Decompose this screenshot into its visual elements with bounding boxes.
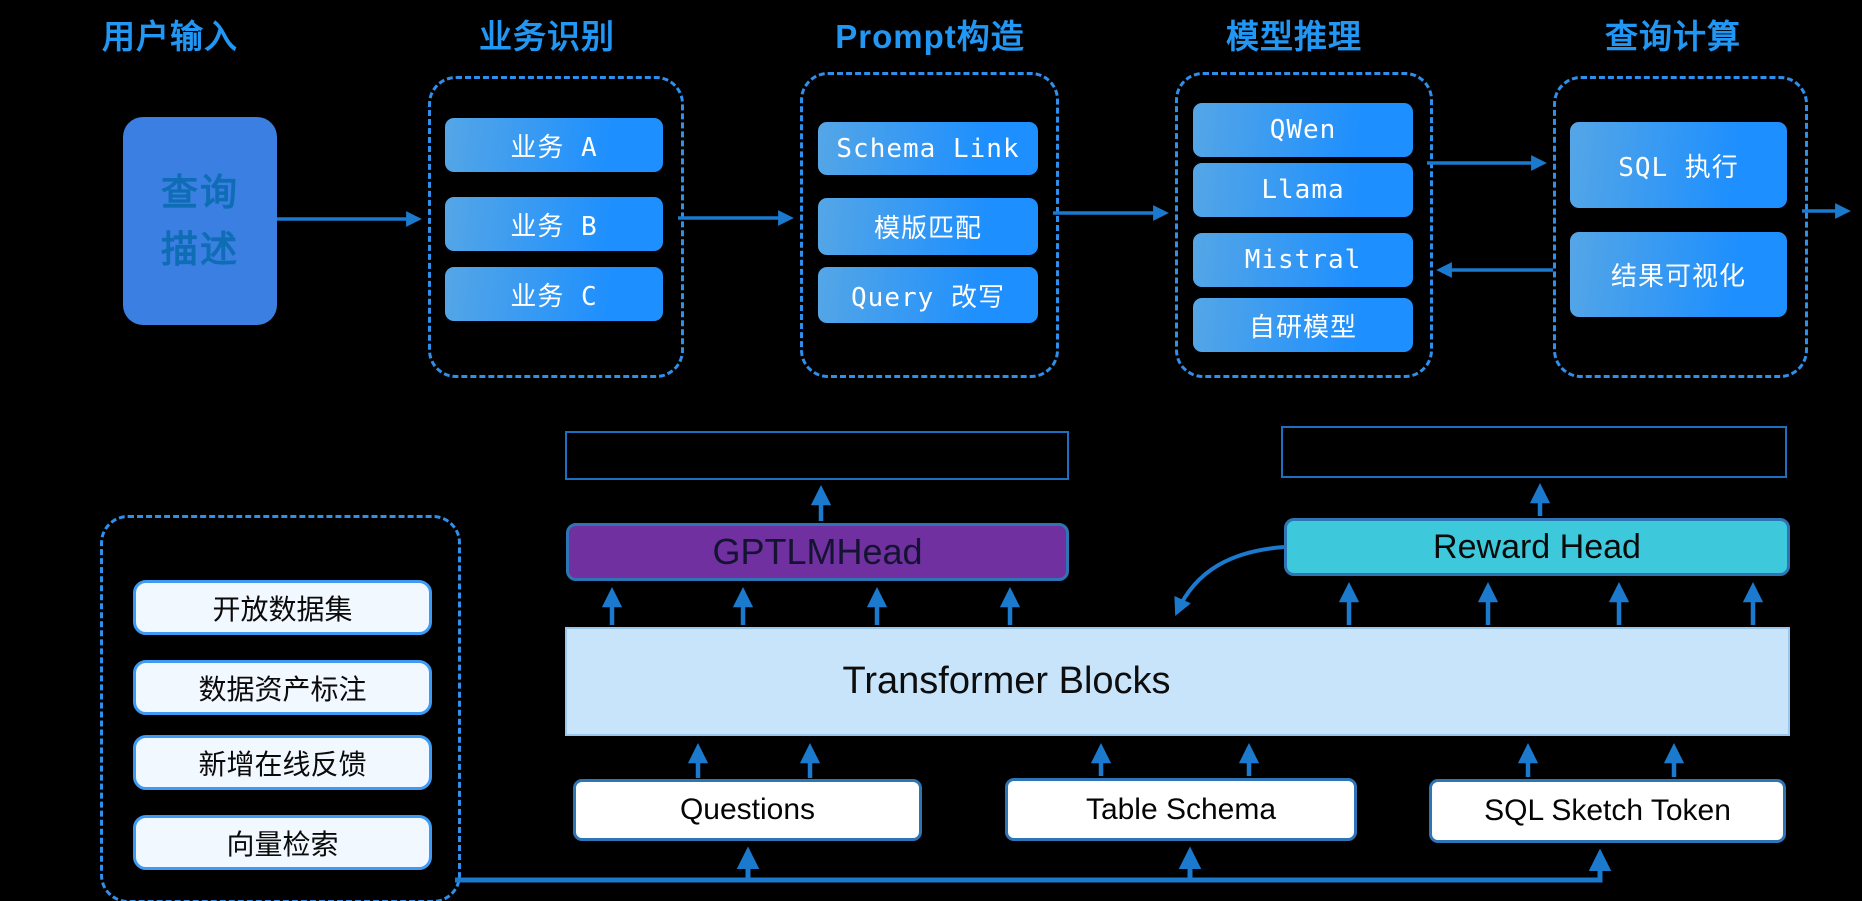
reward-output-rect [1281, 426, 1787, 478]
stage-title-prompt-construction: Prompt构造 [835, 18, 1025, 55]
lm-output-rect [565, 431, 1069, 480]
self-model-pill: 自研模型 [1193, 298, 1413, 352]
mistral-pill: Mistral [1193, 233, 1413, 287]
llama-pill: Llama [1193, 163, 1413, 217]
arrow-reward-to-transformer-curve [1174, 545, 1285, 617]
business-a-pill: 业务 A [445, 118, 663, 172]
table-schema-box: Table Schema [1005, 778, 1357, 841]
business-b-pill: 业务 B [445, 197, 663, 251]
transformer-blocks-label: Transformer Blocks [842, 660, 1171, 702]
stage-title-model-inference: 模型推理 [1226, 18, 1362, 55]
qwen-pill: QWen [1193, 103, 1413, 157]
reward-head-box: Reward Head [1284, 518, 1790, 576]
stage-title-user-input: 用户输入 [102, 18, 238, 55]
query-computation-group [1553, 76, 1808, 378]
gpt-lm-head-box: GPTLMHead [566, 523, 1069, 581]
data-asset-label-pill: 数据资产标注 [133, 660, 432, 715]
query-rewrite-pill: Query 改写 [818, 267, 1038, 323]
model-inference-group [1175, 72, 1433, 378]
feed-line-to-sql-sketch [455, 848, 1612, 883]
prompt-construction-group [800, 72, 1059, 378]
transformer-blocks-box: Transformer Blocks [565, 627, 1790, 736]
vector-search-pill: 向量检索 [133, 815, 432, 870]
business-recognition-group [428, 76, 684, 378]
stage-title-business-recognition: 业务识别 [479, 18, 615, 55]
questions-box: Questions [573, 779, 922, 841]
stage-title-query-computation: 查询计算 [1605, 18, 1741, 55]
query-description-box: 查询 描述 [123, 117, 277, 325]
business-c-pill: 业务 C [445, 267, 663, 321]
sql-execute-pill: SQL 执行 [1570, 122, 1787, 208]
schema-link-pill: Schema Link [818, 122, 1038, 175]
sql-sketch-token-box: SQL Sketch Token [1429, 779, 1786, 843]
online-feedback-pill: 新增在线反馈 [133, 735, 432, 790]
template-match-pill: 模版匹配 [818, 198, 1038, 255]
result-visualize-pill: 结果可视化 [1570, 232, 1787, 317]
open-dataset-pill: 开放数据集 [133, 580, 432, 635]
